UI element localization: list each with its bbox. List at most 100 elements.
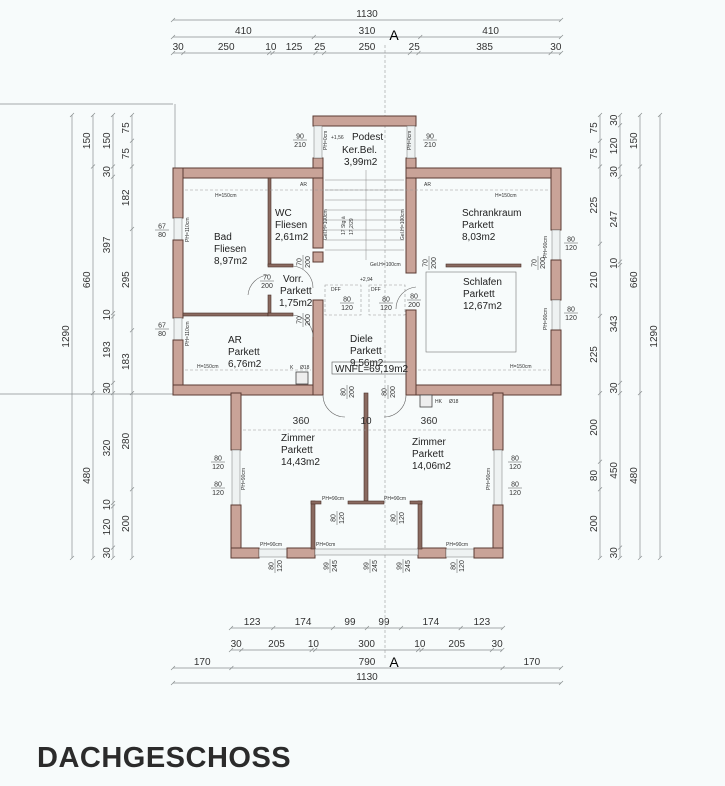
- wall: [267, 263, 294, 268]
- note-height: H=150cm: [495, 193, 517, 199]
- note-parapet: PH=90cm: [322, 496, 344, 502]
- opening-height: 210: [294, 142, 306, 149]
- opening-width: 70: [423, 259, 430, 267]
- opening-height: 200: [261, 283, 273, 290]
- wall: [310, 500, 322, 505]
- bottom-dimension-label: 205: [268, 639, 285, 650]
- bottom-dimension-label: 790: [359, 657, 376, 668]
- opening-width: 80: [343, 297, 351, 304]
- wall: [492, 392, 504, 451]
- note-height: H=150cm: [215, 193, 237, 199]
- left-dimension-label: 193: [102, 341, 113, 358]
- wall: [405, 384, 562, 396]
- window: [258, 548, 288, 558]
- wall: [172, 384, 324, 396]
- left-dimension-label: 280: [121, 432, 132, 449]
- right-dimension-label: 10: [609, 257, 620, 269]
- opening-width: 99: [397, 562, 404, 570]
- left-dimension-label: 75: [121, 122, 132, 134]
- opening-height: 120: [509, 464, 521, 471]
- opening-width: 80: [567, 307, 575, 314]
- note-height: H=150cm: [197, 364, 219, 370]
- opening-width: 80: [382, 297, 390, 304]
- note-parapet: PH=0cm: [323, 131, 329, 150]
- opening-height: 120: [565, 315, 577, 322]
- bottom-dimension-label: 10: [414, 639, 426, 650]
- opening-height: 120: [459, 560, 466, 572]
- right-dimension-label: 200: [589, 515, 600, 532]
- bottom-dimension-label: 10: [308, 639, 320, 650]
- top-dimension-label: 250: [218, 42, 235, 53]
- right-dimension-label: 450: [609, 462, 620, 479]
- room-podest-name: Podest: [352, 132, 383, 143]
- wall: [172, 167, 184, 219]
- top-dimension-label: 250: [359, 42, 376, 53]
- bottom-dimension-label: 170: [523, 657, 540, 668]
- left-dimension-label: 10: [102, 309, 113, 321]
- window: [551, 299, 561, 331]
- note-parapet: PH=0cm: [407, 131, 413, 150]
- opening-width: 80: [214, 482, 222, 489]
- opening-width: 90: [426, 134, 434, 141]
- walls: [172, 115, 562, 559]
- note-roof-window: DFF: [331, 287, 341, 293]
- window: [314, 548, 419, 556]
- bottom-dimension-label: 174: [422, 617, 439, 628]
- room-zimmer-left-floor: Parkett: [281, 445, 313, 456]
- note-ar: AR: [424, 182, 431, 188]
- section-marker-bottom: A: [389, 654, 399, 670]
- wall: [286, 547, 316, 559]
- right-dimension-label: 30: [609, 166, 620, 178]
- wall: [267, 294, 272, 316]
- opening-height: 200: [305, 314, 312, 326]
- note-parapet: PH=90cm: [486, 468, 492, 490]
- bottom-dimension-label: 30: [492, 639, 504, 650]
- opening-height: 200: [390, 386, 397, 398]
- room-bad-floor: Fliesen: [214, 244, 246, 255]
- opening-height: 210: [424, 142, 436, 149]
- left-dimension-label: 660: [82, 271, 93, 288]
- chimney: [419, 394, 433, 408]
- note-chimney-size: Ø18: [300, 365, 310, 371]
- note-parapet: PH=90cm: [543, 236, 549, 258]
- wall: [312, 299, 324, 396]
- right-dimension-label: 225: [589, 346, 600, 363]
- section-marker-top: A: [389, 27, 399, 43]
- left-dimension-label: 397: [102, 236, 113, 253]
- opening-height: 120: [565, 245, 577, 252]
- left-dimension-label: 183: [121, 353, 132, 370]
- bottom-dimension-label: 123: [244, 617, 261, 628]
- note-parapet: PH=90cm: [384, 496, 406, 502]
- note-height: H=150cm: [510, 364, 532, 370]
- opening-width: 67: [158, 323, 166, 330]
- top-dimension-label: 410: [235, 26, 252, 37]
- opening-height: 80: [158, 331, 166, 338]
- opening-height: 120: [212, 464, 224, 471]
- opening-height: 120: [341, 305, 353, 312]
- right-dimension-label: 660: [629, 271, 640, 288]
- annotations: H=150cm H=150cm H=150cm H=150cm PH=110cm…: [185, 131, 549, 548]
- left-dimension-label: 150: [102, 132, 113, 149]
- room-podest-floor: Ker.Bel.: [342, 145, 377, 156]
- wall: [473, 547, 504, 559]
- note-railing: Gel.H=100cm: [323, 209, 329, 240]
- wall: [310, 500, 316, 550]
- opening-width: 80: [391, 514, 398, 522]
- note-roof-window: DFF: [371, 287, 381, 293]
- opening-height: 245: [405, 560, 412, 572]
- left-dimension-label: 30: [102, 382, 113, 394]
- wall: [267, 177, 272, 267]
- left-dimension-label: 295: [121, 271, 132, 288]
- top-dimension-label: 30: [173, 42, 185, 53]
- room-vorr-name: Vorr.: [283, 274, 304, 285]
- opening-width: 99: [324, 562, 331, 570]
- opening-height: 245: [332, 560, 339, 572]
- opening-width: 80: [269, 562, 276, 570]
